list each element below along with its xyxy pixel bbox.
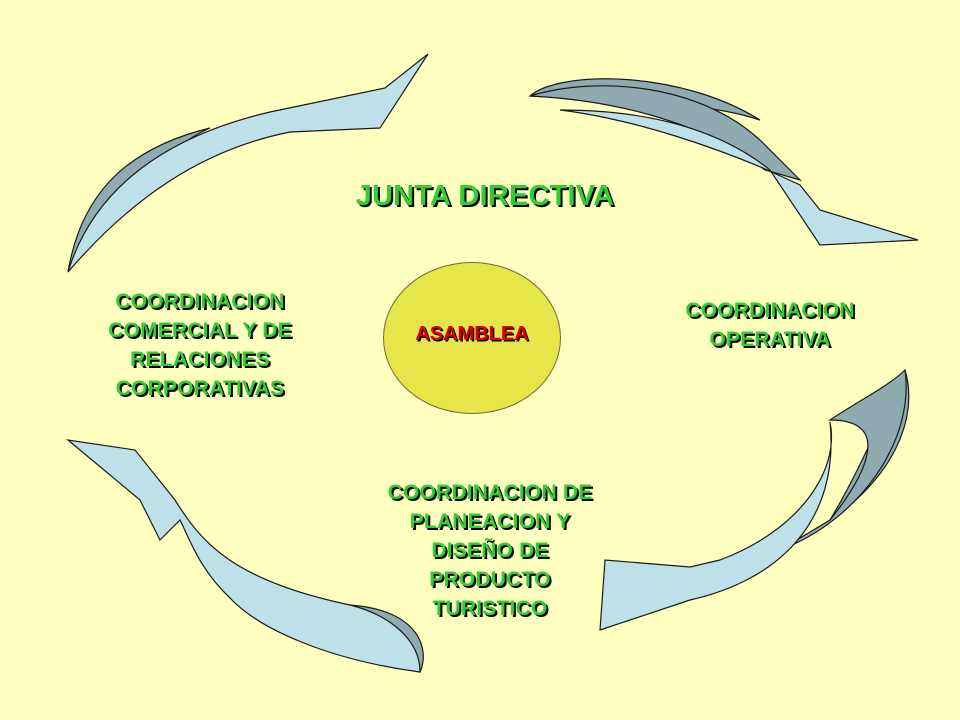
arrow-top-right [528,78,919,246]
node-line: TURISTICO [432,597,548,620]
node-coordinacion-operativa: COORDINACION OPERATIVA [640,296,900,354]
center-ellipse [383,262,561,414]
arrow-bottom-right [599,368,910,631]
node-line: RELACIONES [130,348,270,371]
node-line: COORDINACION [115,290,285,313]
arrow-top-left [67,53,429,273]
node-line: COORDINACION DE [387,481,593,504]
node-line: PLANEACION Y [409,510,571,533]
diagram-title: JUNTA DIRECTIVA [355,180,615,212]
node-line: COORDINACION [685,299,855,322]
node-line: COMERCIAL Y DE [108,319,292,342]
node-line: DISEÑO DE [431,539,549,562]
node-line: CORPORATIVAS [115,377,285,400]
node-coordinacion-planeacion: COORDINACION DE PLANEACION Y DISEÑO DE P… [340,478,640,623]
arrow-bottom-left [65,439,424,673]
node-line: OPERATIVA [709,328,831,351]
node-coordinacion-comercial: COORDINACION COMERCIAL Y DE RELACIONES C… [60,287,340,403]
node-line: PRODUCTO [429,568,551,591]
center-label: ASAMBLEA [415,323,529,345]
